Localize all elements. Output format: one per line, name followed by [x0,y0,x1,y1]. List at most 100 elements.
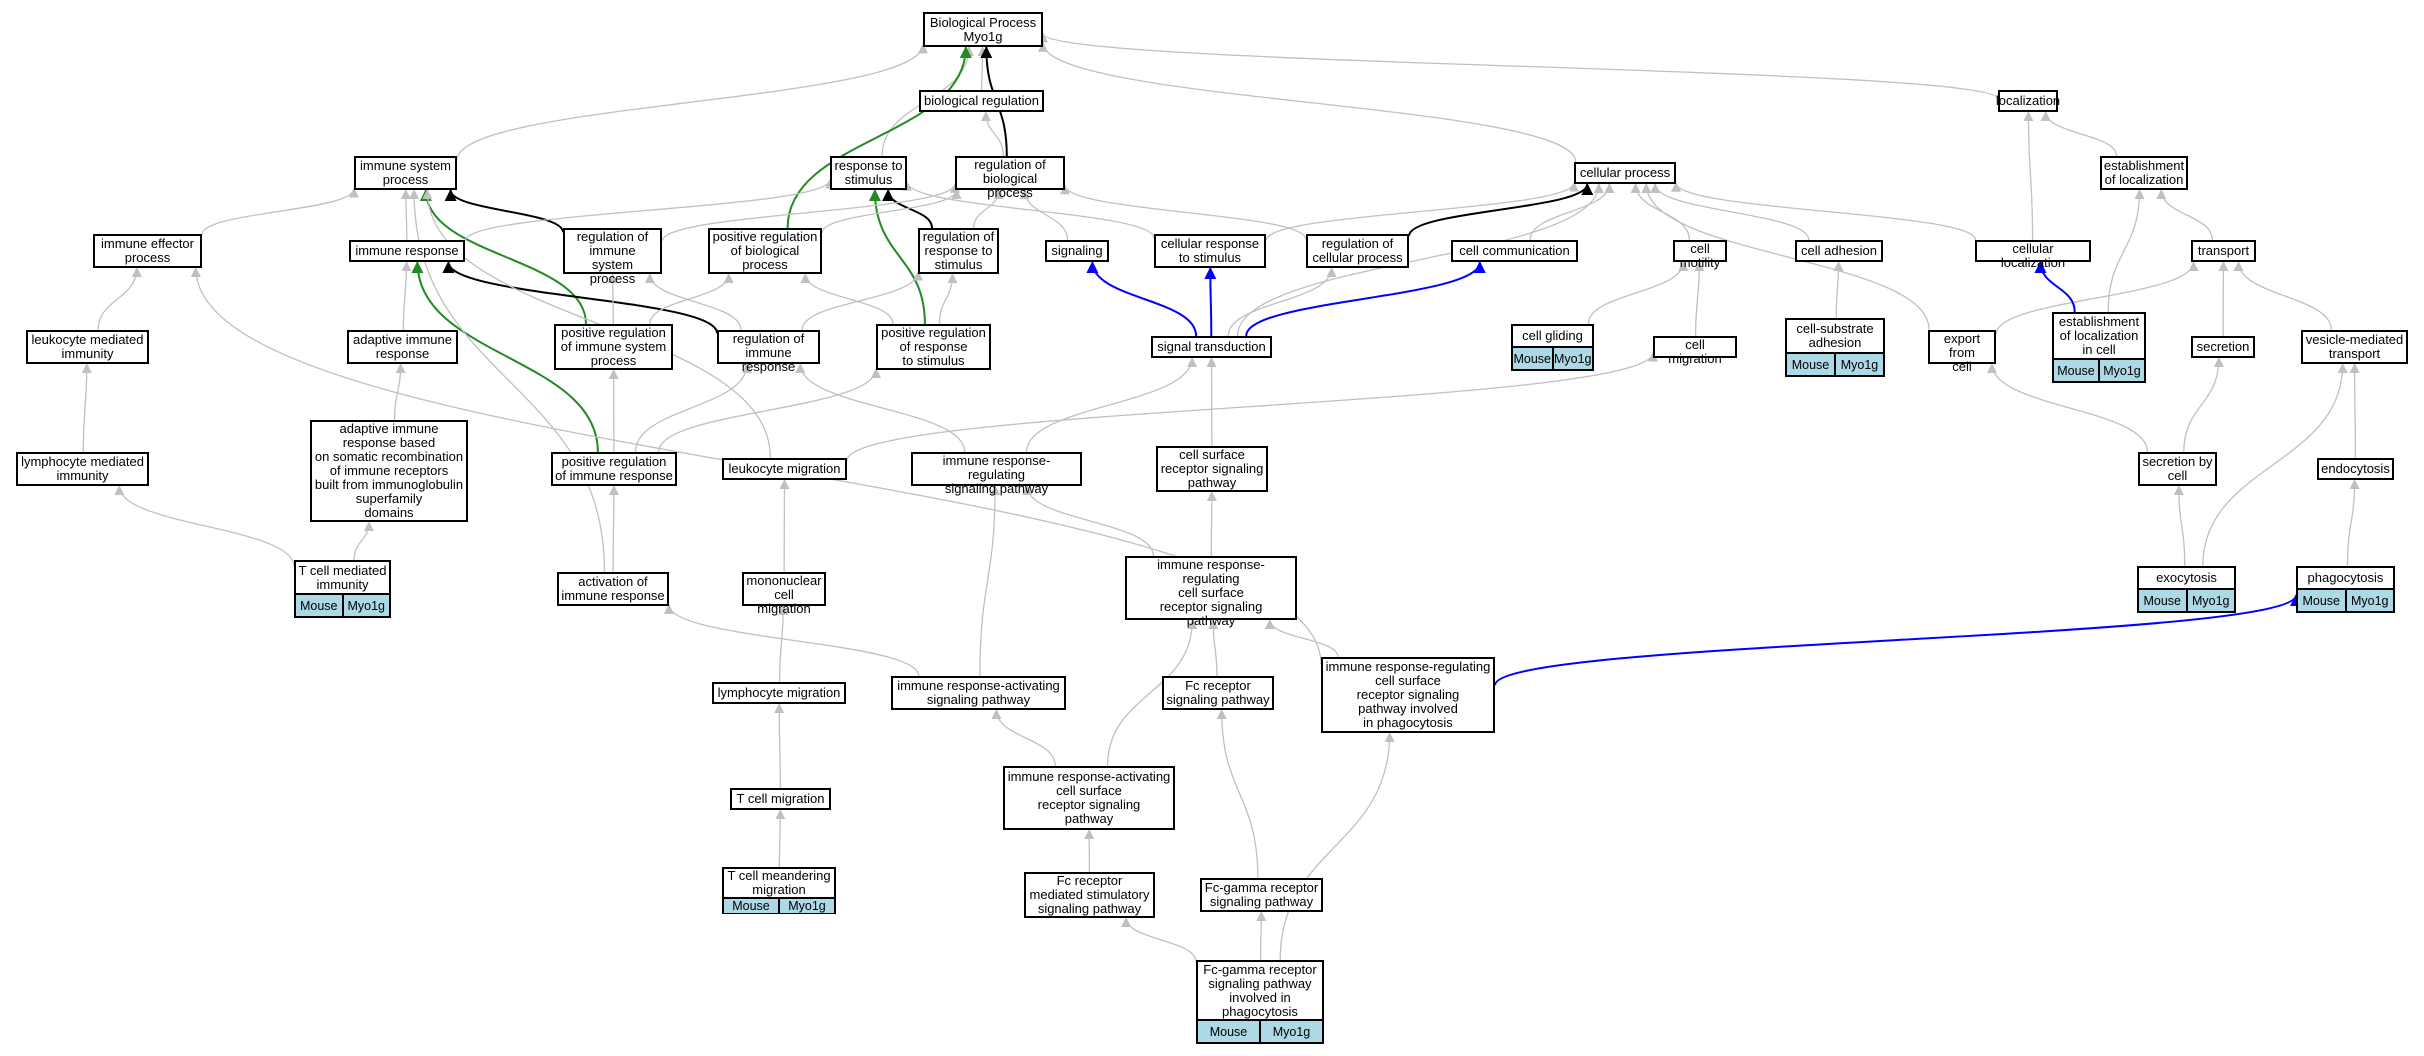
go-term-label: immune response-activating cell surface … [1007,769,1171,826]
go-term-label: secretion by cell [2142,454,2213,483]
go-term-label: cell gliding [1522,328,1583,343]
go-term-actimm[interactable]: activation of immune response [557,572,669,606]
go-term-iracsrsp[interactable]: immune response-activating cell surface … [1003,766,1175,830]
go-term-fcgrsp[interactable]: Fc-gamma receptor signaling pathway [1200,878,1323,912]
go-term-label: establishment of localization [2103,158,2185,187]
go-term-label: mononuclear cell migration [746,573,822,616]
go-term-adaptsomatic[interactable]: adaptive immune response based on somati… [310,420,468,522]
go-term-ieffp[interactable]: immune effector process [93,234,202,268]
edge-estloc-to-localization [2040,111,2118,157]
go-term-label: adaptive immune response [353,332,452,361]
go-term-transport[interactable]: transport [2191,240,2256,262]
go-term-cellcomm[interactable]: cell communication [1451,240,1578,262]
go-term-label: positive regulation of biological proces… [712,229,818,272]
go-term-localization[interactable]: localization [1996,90,2060,112]
go-term-posregimm[interactable]: positive regulation of immune response [551,452,677,486]
edge-secbycell-to-secretion [2183,357,2224,453]
go-term-lmi[interactable]: leukocyte mediated immunity [26,330,149,364]
go-term-endocytosis[interactable]: endocytosis [2317,458,2394,480]
go-term-bioreg[interactable]: biological regulation [919,90,1044,112]
edge-sigtrans-to-regcp [1227,267,1337,337]
edge-tcellmig-to-lymmig [774,703,785,789]
go-term-irrcsrsp[interactable]: immune response-regulating cell surface … [1125,556,1297,628]
go-term-regimm[interactable]: regulation of immune response [717,330,820,374]
go-term-label: cellular process [1579,165,1671,180]
edge-adaptsomatic-to-adaptimm [393,363,406,421]
go-term-secbycell[interactable]: secretion by cell [2138,452,2217,486]
go-term-fcrstim[interactable]: Fc receptor mediated stimulatory signali… [1024,872,1155,918]
go-term-cellloc[interactable]: cellular localization [1975,240,2091,270]
edge-tcmi-to-lymmi [114,485,295,567]
go-term-sigtrans[interactable]: signal transduction [1151,336,1272,358]
edge-iracsrsp-to-irrcsrsp [1106,619,1198,767]
edge-regisp-to-regbp [661,182,960,242]
edge-isp-to-bp [456,43,928,161]
go-term-label: T cell meandering migration [727,868,831,897]
edge-irrcsrsp-to-irrsp [1022,485,1154,557]
go-term-leukmig[interactable]: leukocyte migration [722,458,847,480]
go-term-mononuc[interactable]: mononuclear cell migration [742,572,826,616]
go-term-immresp[interactable]: immune response [349,240,465,262]
go-term-posregrts[interactable]: positive regulation of response to stimu… [876,324,991,370]
go-term-cellmig[interactable]: cell migration [1653,336,1737,366]
go-term-rts[interactable]: response to stimulus [830,156,907,190]
edge-ieffp-to-isp [201,187,359,235]
go-term-secretion[interactable]: secretion [2191,336,2255,358]
go-term-adaptimm[interactable]: adaptive immune response [347,330,458,364]
go-term-posregisp[interactable]: positive regulation of immune system pro… [554,324,673,370]
go-term-csrsp[interactable]: cell surface receptor signaling pathway [1156,446,1268,492]
go-term-label: secretion [2196,339,2250,354]
go-term-irrphago[interactable]: immune response-regulating cell surface … [1321,657,1495,733]
go-term-label: positive regulation of immune system pro… [560,325,667,368]
go-term-label: cell adhesion [1801,243,1877,258]
go-term-regcp[interactable]: regulation of cellular process [1306,234,1409,268]
go-term-regisp[interactable]: regulation of immune system process [563,228,662,286]
go-term-isp[interactable]: immune system process [354,156,457,190]
go-term-label: vesicle-mediated transport [2305,332,2404,361]
go-term-exportcell[interactable]: export from cell [1928,330,1996,374]
edge-exportcell-to-cellproc [1641,183,1930,331]
go-term-fcrsp[interactable]: Fc receptor signaling pathway [1162,676,1274,710]
go-term-estloc[interactable]: establishment of localization [2100,156,2188,190]
go-term-regrts[interactable]: regulation of response to stimulus [918,228,999,274]
go-term-label: immune response-regulating cell surface … [1325,659,1491,730]
go-term-posregbp[interactable]: positive regulation of biological proces… [708,228,822,274]
go-term-vesmed[interactable]: vesicle-mediated transport [2301,330,2408,364]
edge-fcgrsp-to-fcrsp [1216,709,1259,879]
go-term-lymmi[interactable]: lymphocyte mediated immunity [16,452,149,486]
edge-transport-to-estloc [2156,189,2213,241]
go-term-lymmig[interactable]: lymphocyte migration [712,682,846,704]
go-term-label: cell-substrate adhesion [1796,321,1874,350]
go-term-fcgrphago[interactable]: Fc-gamma receptor signaling pathway invo… [1196,960,1324,1044]
go-term-signaling[interactable]: signaling [1045,240,1109,262]
go-term-regbp[interactable]: regulation of biological process [955,156,1065,200]
go-term-label: exocytosis [2156,570,2217,585]
go-term-label: regulation of biological process [974,157,1046,200]
edge-posregisp-to-regisp [607,273,618,325]
go-term-bp[interactable]: Biological Process Myo1g [923,12,1043,47]
go-term-cellmot[interactable]: cell motility [1673,240,1727,270]
edge-fcrsp-to-irrcsrsp [1208,619,1219,677]
edge-irasp-to-actimm [664,603,920,677]
edge-posregimm-to-posregrts [657,368,881,453]
go-term-cellrts[interactable]: cellular response to stimulus [1154,234,1266,268]
edge-posregimm-to-immresp [411,261,599,453]
go-term-irasp[interactable]: immune response-activating signaling pat… [891,676,1066,710]
go-term-celladh[interactable]: cell adhesion [1795,240,1883,262]
edge-regimm-to-immresp [442,261,718,334]
go-term-tcellmig[interactable]: T cell migration [730,788,831,810]
organism-cell: Mouse [1791,357,1830,372]
go-term-cellproc[interactable]: cellular process [1574,162,1676,184]
go-term-irrsp[interactable]: immune response-regulating signaling pat… [911,452,1082,496]
go-term-label: positive regulation of response to stimu… [881,325,986,368]
edge-cellproc-to-bp [1038,41,1577,163]
